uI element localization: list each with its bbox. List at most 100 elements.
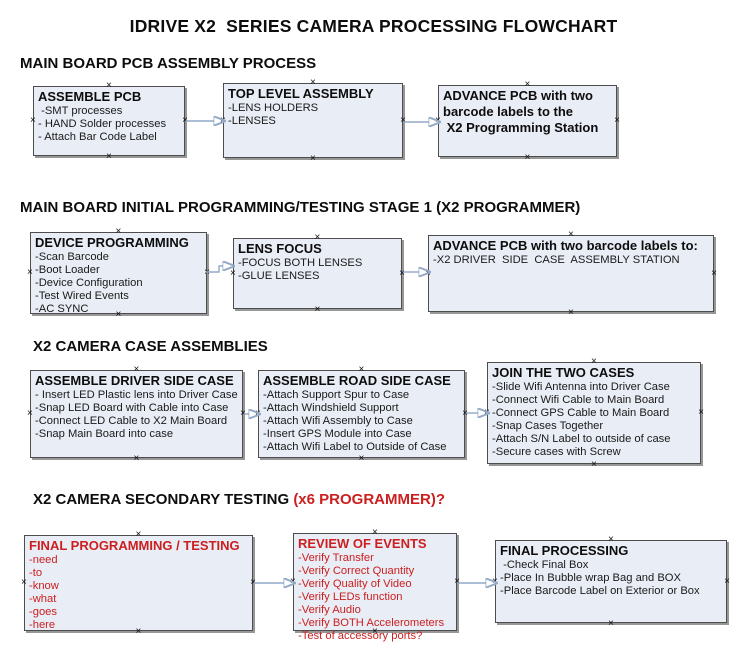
box-item: -Test of accessory ports? bbox=[298, 630, 423, 642]
anchor-icon: × bbox=[27, 267, 33, 278]
box-title: FINAL PROCESSING bbox=[500, 543, 629, 558]
box-item: -Verify Quality of Video bbox=[298, 578, 412, 590]
box-final-processing: × × × × FINAL PROCESSING -Check Final Bo… bbox=[492, 535, 730, 629]
box-device-programming: × × × × DEVICE PROGRAMMING -Scan Barcode… bbox=[27, 227, 210, 320]
box-title-line: ADVANCE PCB with two bbox=[443, 88, 593, 103]
box-item: -X2 DRIVER SIDE CASE ASSEMBLY STATION bbox=[433, 254, 680, 266]
box-lens-focus: × × × × LENS FOCUS -FOCUS BOTH LENSES -G… bbox=[230, 233, 405, 315]
page-title: IDRIVE X2 SERIES CAMERA PROCESSING FLOWC… bbox=[129, 16, 618, 36]
box-item: -Verify Transfer bbox=[298, 552, 374, 564]
anchor-icon: × bbox=[425, 267, 431, 279]
anchor-icon: × bbox=[314, 304, 321, 315]
box-advance-pcb-programming-station: × × × × ADVANCE PCB with two barcode lab… bbox=[435, 80, 620, 163]
box-item: -LENS HOLDERS bbox=[228, 102, 319, 114]
anchor-icon: × bbox=[27, 408, 33, 419]
box-item: -Snap Cases Together bbox=[492, 420, 604, 432]
box-item: -Snap Main Board into case bbox=[35, 428, 174, 440]
box-item: -Test Wired Events bbox=[35, 290, 129, 302]
box-item: -Check Final Box bbox=[500, 559, 589, 571]
anchor-icon: × bbox=[454, 576, 460, 587]
anchor-icon: × bbox=[400, 114, 406, 126]
box-item: -Connect GPS Cable to Main Board bbox=[492, 407, 670, 419]
section-heading-initial-programming: MAIN BOARD INITIAL PROGRAMMING/TESTING S… bbox=[20, 199, 581, 216]
anchor-icon: × bbox=[524, 152, 531, 163]
section-heading-secondary-testing: X2 CAMERA SECONDARY TESTING (x6 PROGRAMM… bbox=[33, 491, 445, 508]
box-item: -Verify LEDs function bbox=[298, 591, 403, 603]
box-final-programming-testing: × × × × FINAL PROGRAMMING / TESTING -nee… bbox=[21, 530, 256, 637]
box-item: -Scan Barcode bbox=[35, 251, 110, 263]
box-title: TOP LEVEL ASSEMBLY bbox=[228, 86, 374, 101]
anchor-icon: × bbox=[591, 459, 597, 470]
box-advance-pcb-driver-side-station: × × × × ADVANCE PCB with two barcode lab… bbox=[425, 230, 717, 318]
box-item: -Attach Support Spur to Case bbox=[263, 389, 410, 401]
box-item: -Device Configuration bbox=[35, 277, 143, 289]
anchor-icon: × bbox=[133, 453, 140, 464]
anchor-icon: × bbox=[568, 307, 574, 318]
box-item: -Attach S/N Label to outside of case bbox=[492, 433, 671, 445]
section-heading-secondary-testing-text: X2 CAMERA SECONDARY TESTING bbox=[33, 491, 294, 508]
box-top-level-assembly: × × × × TOP LEVEL ASSEMBLY -LENS HOLDERS… bbox=[220, 78, 406, 164]
anchor-icon: × bbox=[435, 115, 441, 126]
box-title: FINAL PROGRAMMING / TESTING bbox=[29, 538, 240, 553]
section-heading-case-assemblies: X2 CAMERA CASE ASSEMBLIES bbox=[33, 338, 268, 355]
box-item: -to bbox=[29, 567, 43, 579]
box-item: -AC SYNC bbox=[35, 303, 89, 315]
anchor-icon: × bbox=[220, 114, 226, 126]
box-title: ASSEMBLE ROAD SIDE CASE bbox=[263, 373, 451, 388]
anchor-icon: × bbox=[492, 575, 498, 587]
box-item: -SMT processes bbox=[38, 105, 123, 117]
box-item: -Secure cases with Screw bbox=[492, 446, 621, 458]
anchor-icon: × bbox=[240, 408, 246, 419]
box-title: REVIEW OF EVENTS bbox=[298, 536, 427, 551]
box-assemble-driver-side-case: × × × × ASSEMBLE DRIVER SIDE CASE - Inse… bbox=[27, 365, 246, 464]
box-assemble-road-side-case: × × × × ASSEMBLE ROAD SIDE CASE -Attach … bbox=[255, 365, 468, 464]
anchor-icon: × bbox=[724, 575, 730, 587]
box-item: -Place In Bubble wrap Bag and BOX bbox=[500, 572, 681, 584]
box-item: -Slide Wifi Antenna into Driver Case bbox=[492, 381, 670, 393]
box-item: -Connect Wifi Cable to Main Board bbox=[492, 394, 665, 406]
box-title: ADVANCE PCB with two barcode labels to: bbox=[433, 238, 698, 253]
anchor-icon: × bbox=[462, 408, 468, 419]
box-item: -Snap LED Board with Cable into Case bbox=[35, 402, 229, 414]
box-item: -Verify BOTH Accelerometers bbox=[298, 617, 445, 629]
box-title: LENS FOCUS bbox=[238, 241, 322, 256]
box-item: -Boot Loader bbox=[35, 264, 100, 276]
anchor-icon: × bbox=[698, 407, 704, 418]
box-item: -Verify Audio bbox=[298, 604, 361, 616]
anchor-icon: × bbox=[230, 267, 236, 279]
anchor-icon: × bbox=[310, 153, 316, 164]
section-heading-pcb-assembly: MAIN BOARD PCB ASSEMBLY PROCESS bbox=[20, 55, 317, 72]
anchor-icon: × bbox=[608, 618, 614, 629]
anchor-icon: × bbox=[484, 407, 490, 418]
box-item: - HAND Solder processes bbox=[38, 118, 167, 130]
anchor-icon: × bbox=[21, 577, 27, 588]
box-item: -Attach Windshield Support bbox=[263, 402, 399, 414]
box-item: -what bbox=[29, 593, 57, 605]
box-item: -GLUE LENSES bbox=[238, 270, 320, 282]
anchor-icon: × bbox=[358, 453, 365, 464]
box-item: -Attach Wifi Label to Outside of Case bbox=[263, 441, 447, 453]
anchor-icon: × bbox=[399, 267, 405, 279]
box-item: -LENSES bbox=[228, 115, 276, 127]
anchor-icon: × bbox=[255, 408, 261, 419]
box-item: -Connect LED Cable to X2 Main Board bbox=[35, 415, 228, 427]
box-item: -Verify Correct Quantity bbox=[298, 565, 415, 577]
box-item: -here bbox=[29, 619, 56, 631]
box-title: DEVICE PROGRAMMING bbox=[35, 235, 189, 250]
box-item: -know bbox=[29, 580, 59, 592]
anchor-icon: × bbox=[30, 115, 36, 126]
anchor-icon: × bbox=[711, 267, 717, 279]
box-item: -goes bbox=[29, 606, 57, 618]
box-item: -Insert GPS Module into Case bbox=[263, 428, 412, 440]
box-title: ASSEMBLE DRIVER SIDE CASE bbox=[35, 373, 234, 388]
anchor-icon: × bbox=[182, 115, 188, 126]
box-review-of-events: × × × × REVIEW OF EVENTS -Verify Transfe… bbox=[290, 528, 460, 643]
box-item: -FOCUS BOTH LENSES bbox=[238, 257, 363, 269]
anchor-icon: × bbox=[290, 576, 296, 587]
box-item: - Insert LED Plastic lens into Driver Ca… bbox=[35, 389, 238, 401]
anchor-icon: × bbox=[106, 151, 112, 162]
box-title-line: X2 Programming Station bbox=[443, 120, 599, 135]
anchor-icon: × bbox=[204, 267, 210, 278]
box-title: ASSEMBLE PCB bbox=[38, 89, 142, 104]
